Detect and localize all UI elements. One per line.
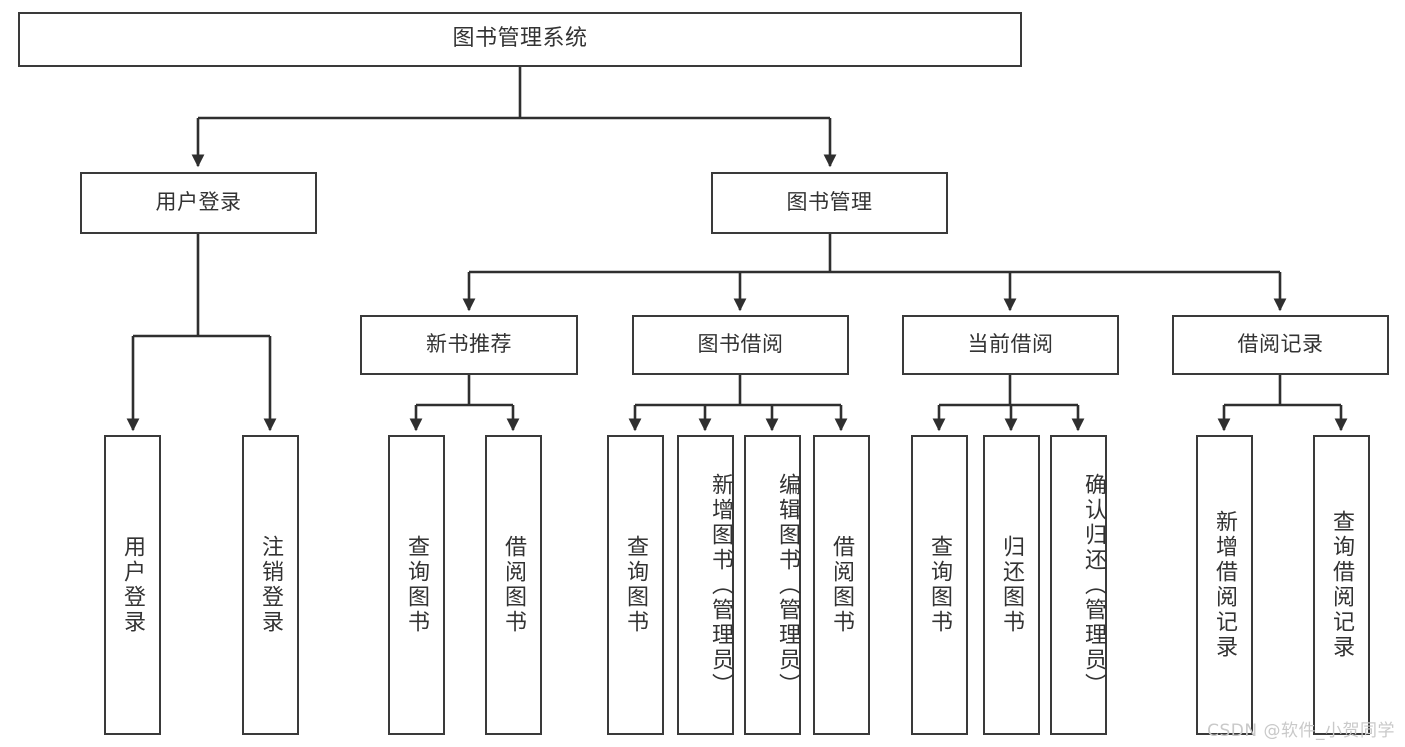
leaf-user-logout-label: 注销登录 bbox=[258, 535, 284, 635]
node-current-borrow[interactable]: 当前借阅 bbox=[902, 315, 1119, 375]
leaf-current-query-book-label: 查询图书 bbox=[927, 535, 953, 635]
node-book-borrow-label: 图书借阅 bbox=[697, 332, 784, 357]
leaf-current-return-book-label: 归还图书 bbox=[999, 535, 1025, 635]
leaf-user-logout[interactable]: 注销登录 bbox=[242, 435, 299, 735]
node-user-login-label: 用户登录 bbox=[155, 190, 242, 215]
node-root-label: 图书管理系统 bbox=[452, 26, 588, 52]
leaf-recommend-borrow-book-label: 借阅图书 bbox=[501, 535, 527, 635]
leaf-borrow-borrow-book[interactable]: 借阅图书 bbox=[813, 435, 870, 735]
leaf-recommend-query-book-label: 查询图书 bbox=[404, 535, 430, 635]
leaf-current-query-book[interactable]: 查询图书 bbox=[911, 435, 968, 735]
node-user-login[interactable]: 用户登录 bbox=[80, 172, 317, 234]
leaf-borrow-borrow-book-label: 借阅图书 bbox=[829, 535, 855, 635]
leaf-borrow-edit-book[interactable]: 编辑图书（管理员） bbox=[744, 435, 801, 735]
leaf-record-add-record[interactable]: 新增借阅记录 bbox=[1196, 435, 1253, 735]
leaf-recommend-borrow-book[interactable]: 借阅图书 bbox=[485, 435, 542, 735]
watermark-text: CSDN @软件_小贺同学 bbox=[1207, 721, 1395, 741]
leaf-borrow-query-book[interactable]: 查询图书 bbox=[607, 435, 664, 735]
leaf-borrow-query-book-label: 查询图书 bbox=[623, 535, 649, 635]
node-book-borrow[interactable]: 图书借阅 bbox=[632, 315, 849, 375]
leaf-record-query-record-label: 查询借阅记录 bbox=[1329, 510, 1355, 660]
leaf-borrow-add-book-label: 新增图书（管理员） bbox=[708, 472, 733, 698]
node-book-management-label: 图书管理 bbox=[786, 190, 873, 215]
node-borrow-record-label: 借阅记录 bbox=[1237, 332, 1324, 357]
leaf-user-login-label: 用户登录 bbox=[120, 535, 146, 635]
leaf-record-query-record[interactable]: 查询借阅记录 bbox=[1313, 435, 1370, 735]
leaf-current-confirm-return-label: 确认归还（管理员） bbox=[1081, 472, 1106, 698]
node-new-book-recommend-label: 新书推荐 bbox=[426, 332, 512, 357]
leaf-current-confirm-return[interactable]: 确认归还（管理员） bbox=[1050, 435, 1107, 735]
node-borrow-record[interactable]: 借阅记录 bbox=[1172, 315, 1389, 375]
leaf-borrow-add-book[interactable]: 新增图书（管理员） bbox=[677, 435, 734, 735]
node-current-borrow-label: 当前借阅 bbox=[967, 332, 1054, 357]
leaf-user-login[interactable]: 用户登录 bbox=[104, 435, 161, 735]
node-book-management[interactable]: 图书管理 bbox=[711, 172, 948, 234]
node-root-system[interactable]: 图书管理系统 bbox=[18, 12, 1022, 67]
node-new-book-recommend[interactable]: 新书推荐 bbox=[360, 315, 578, 375]
leaf-recommend-query-book[interactable]: 查询图书 bbox=[388, 435, 445, 735]
leaf-current-return-book[interactable]: 归还图书 bbox=[983, 435, 1040, 735]
leaf-record-add-record-label: 新增借阅记录 bbox=[1212, 510, 1238, 660]
leaf-borrow-edit-book-label: 编辑图书（管理员） bbox=[775, 472, 800, 698]
